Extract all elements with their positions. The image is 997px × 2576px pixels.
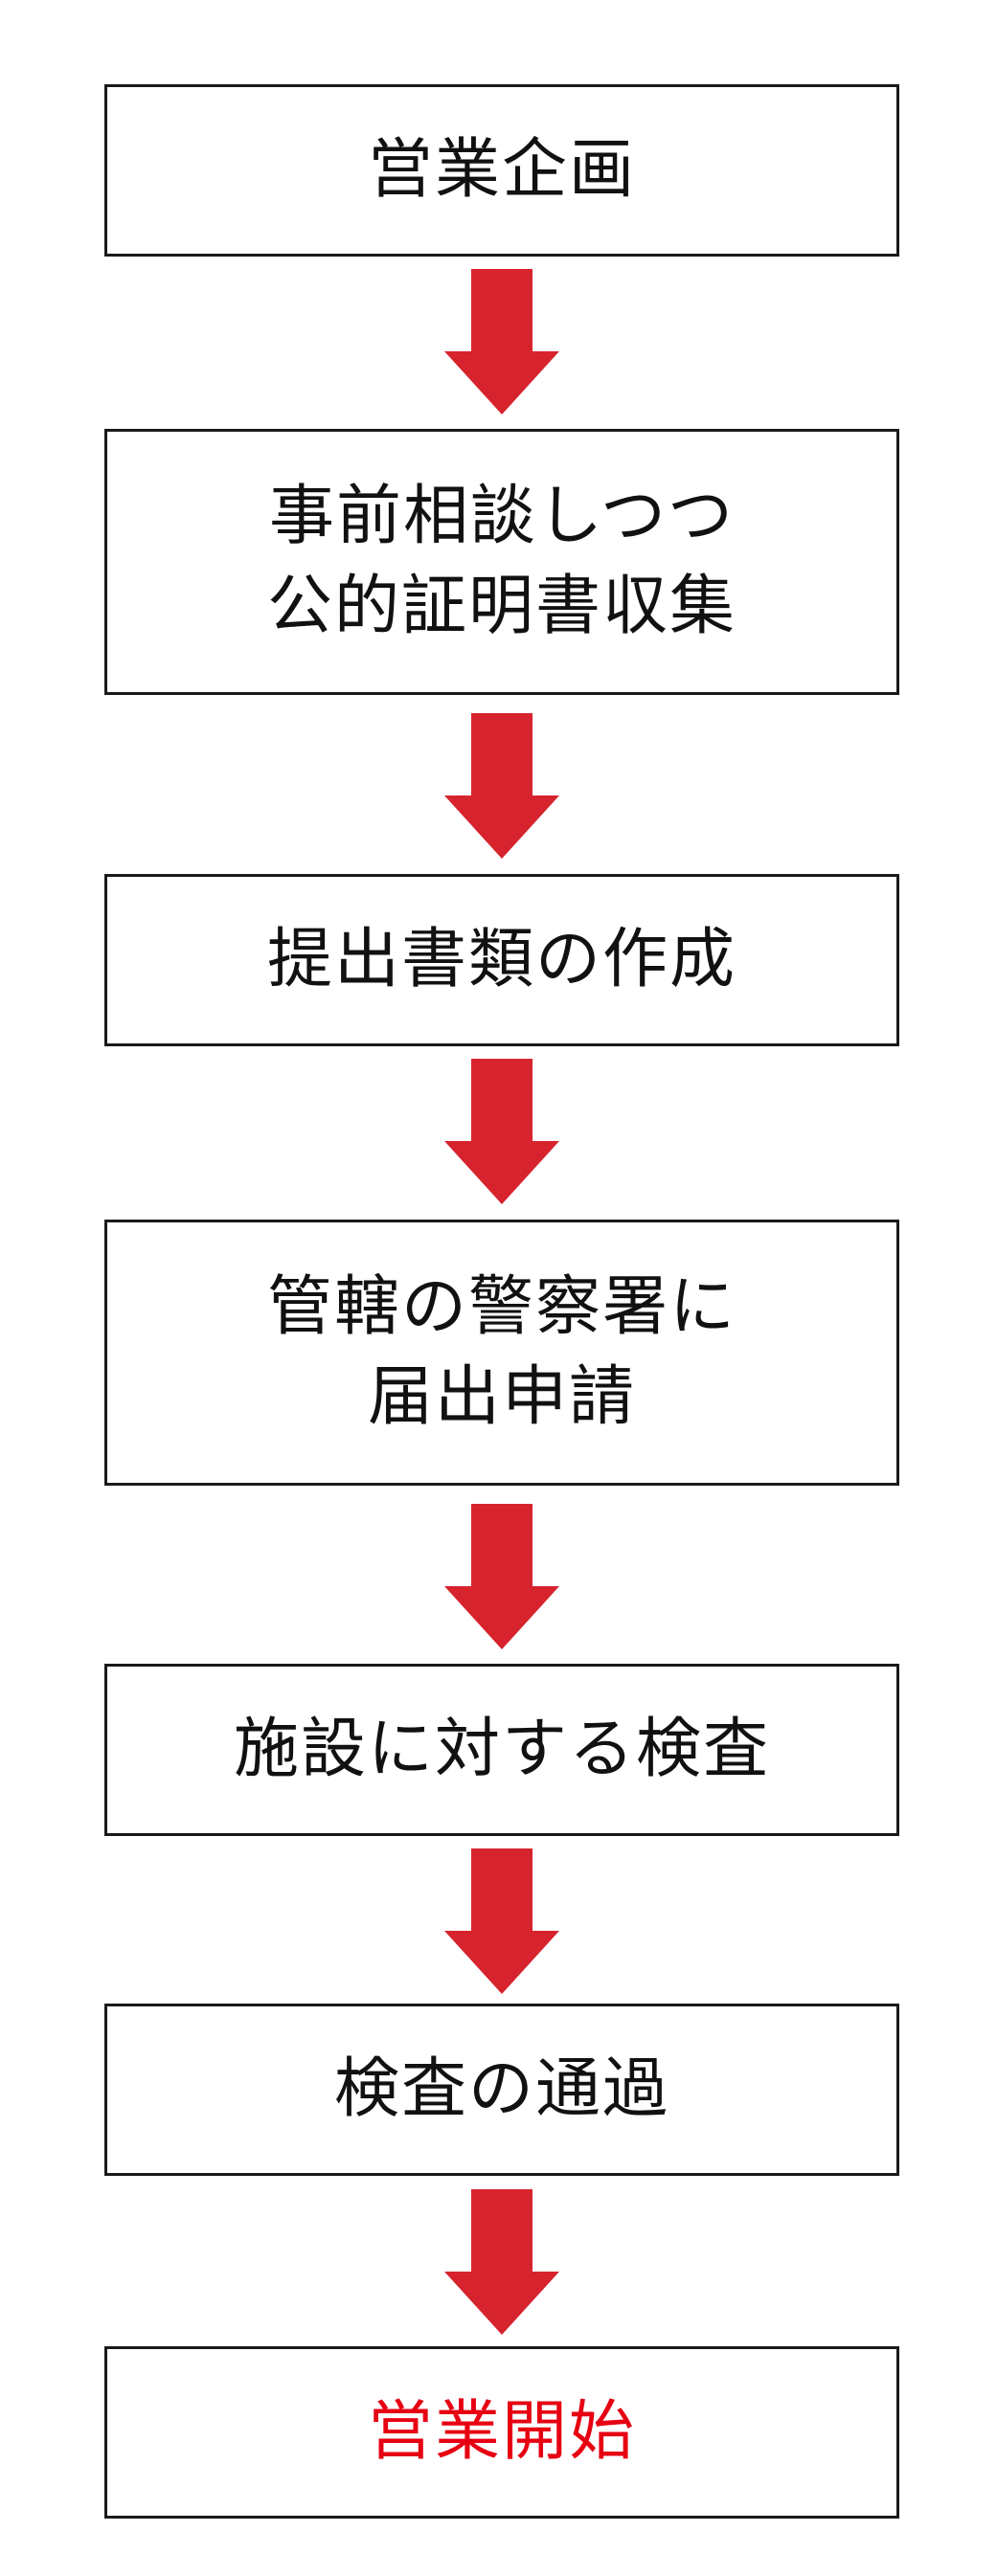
down-arrow-icon [444, 1504, 559, 1649]
step-box-6: 検査の通過 [104, 2004, 899, 2176]
step-3-label: 提出書類の作成 [266, 922, 736, 998]
down-arrow-icon [444, 2189, 559, 2335]
step-box-3: 提出書類の作成 [104, 874, 899, 1046]
down-arrow-icon [444, 269, 559, 414]
step-box-1: 営業企画 [104, 84, 899, 257]
step-box-5: 施設に対する検査 [104, 1664, 899, 1836]
step-box-2: 事前相談しつつ 公的証明書収集 [104, 429, 899, 695]
step-6-label: 検査の通過 [333, 2051, 669, 2128]
step-box-4: 管轄の警察署に 届出申請 [104, 1220, 899, 1486]
step-2-label-line-1: 事前相談しつつ [269, 479, 735, 555]
down-arrow-icon [444, 713, 559, 859]
step-5-label: 施設に対する検査 [233, 1712, 770, 1788]
step-7-label: 営業開始 [367, 2394, 636, 2471]
down-arrow-icon [444, 1848, 559, 1994]
step-2-label-line-2: 公的証明書収集 [266, 569, 736, 644]
step-1-label: 営業企画 [367, 132, 636, 209]
step-4-label-line-2: 届出申請 [367, 1359, 636, 1435]
step-4-label-line-1: 管轄の警察署に [266, 1269, 736, 1346]
step-box-7-final: 営業開始 [104, 2346, 899, 2519]
down-arrow-icon [444, 1059, 559, 1204]
